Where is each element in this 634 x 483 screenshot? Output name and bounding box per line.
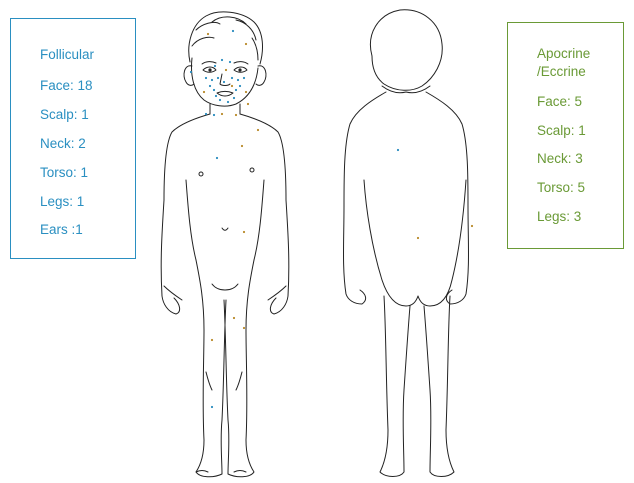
apocrine-lesion-dots	[203, 33, 473, 341]
back-body-outline	[344, 10, 469, 477]
